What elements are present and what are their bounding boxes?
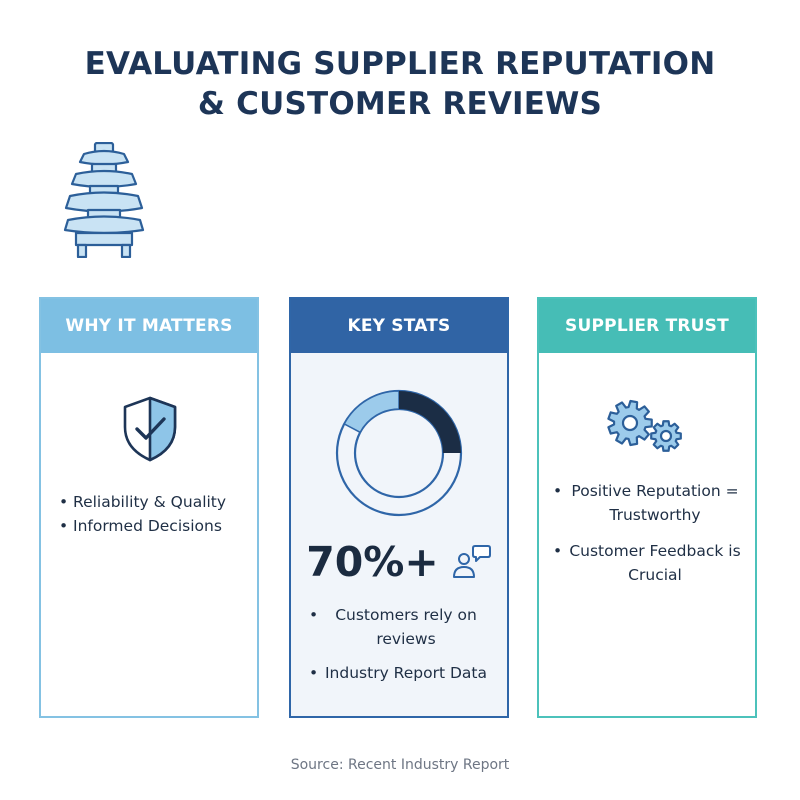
panel-header-key-stats: KEY STATS — [291, 299, 507, 353]
panel-header-why-it-matters: WHY IT MATTERS — [41, 299, 257, 353]
panel-why-it-matters: WHY IT MATTERS Reliability & Quality Inf… — [39, 297, 259, 718]
list-item: Industry Report Data — [309, 661, 489, 685]
panel-2-bullets: Customers rely on reviews Industry Repor… — [309, 603, 489, 685]
shield-check-icon — [123, 396, 177, 462]
page-title-line-2: & CUSTOMER REVIEWS — [197, 86, 603, 122]
stat-row: 70%+ — [291, 539, 507, 585]
panel-key-stats: KEY STATS 70%+ Customers rely on reviews… — [289, 297, 509, 718]
stat-value: 70%+ — [306, 538, 439, 586]
list-item: Positive Reputation = Trustworthy — [553, 479, 743, 527]
list-item: Informed Decisions — [59, 514, 255, 538]
user-chat-icon — [452, 545, 491, 578]
insulator-icon — [63, 142, 145, 258]
gear-hole — [659, 429, 673, 443]
gear-small — [650, 420, 682, 452]
donut-segment-light — [343, 390, 400, 434]
panel-header-supplier-trust: SUPPLIER TRUST — [539, 299, 755, 353]
page-title: EVALUATING SUPPLIER REPUTATION & CUSTOME… — [0, 44, 800, 124]
panel-supplier-trust: SUPPLIER TRUST Positive Reputation = Tru… — [537, 297, 757, 718]
page-title-line-1: EVALUATING SUPPLIER REPUTATION — [84, 46, 716, 82]
donut-chart-icon — [335, 389, 463, 517]
gear-hole — [621, 414, 639, 432]
panel-3-bullets: Positive Reputation = Trustworthy Custom… — [553, 479, 743, 587]
gear-large — [607, 399, 653, 447]
list-item: Customer Feedback is Crucial — [553, 539, 743, 587]
source-note: Source: Recent Industry Report — [290, 757, 510, 773]
gears-icon — [607, 399, 682, 452]
list-item: Customers rely on reviews — [309, 603, 489, 651]
panel-1-bullets: Reliability & Quality Informed Decisions — [59, 490, 255, 538]
list-item: Reliability & Quality — [59, 490, 255, 514]
donut-segment-dark — [399, 391, 461, 453]
